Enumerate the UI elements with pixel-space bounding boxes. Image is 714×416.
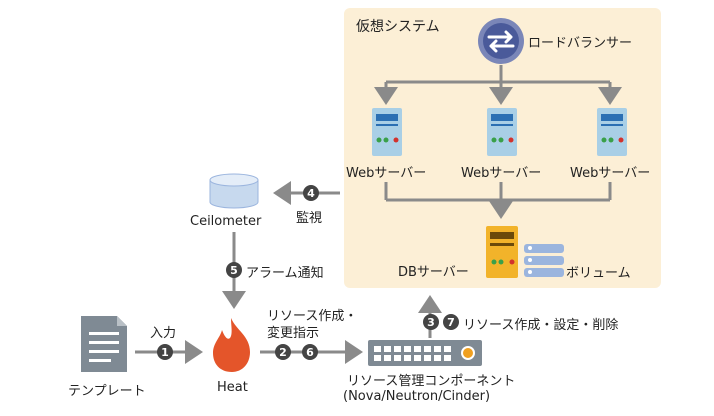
web-server-icon-2 <box>487 108 517 156</box>
svg-text:3: 3 <box>427 316 435 329</box>
badge-1: 1 <box>157 344 173 360</box>
ceilometer-label: Ceilometer <box>190 214 262 229</box>
create-instruct-label-2: 変更指示 <box>267 326 320 341</box>
web-to-db-arrows <box>384 182 612 219</box>
monitor-label: 監視 <box>296 211 323 226</box>
web-server-label-1: Webサーバー <box>346 166 427 181</box>
heat-flame-icon <box>213 318 250 372</box>
template-label: テンプレート <box>68 384 146 399</box>
web-server-icon-1 <box>372 108 402 156</box>
badge-7: 7 <box>443 314 459 330</box>
alarm-label: アラーム通知 <box>246 266 324 281</box>
badge-3: 3 <box>423 314 439 330</box>
resource-component-icon <box>368 340 482 366</box>
lb-to-web-arrows <box>374 65 622 105</box>
ceilometer-icon <box>209 173 259 209</box>
volume-label: ボリューム <box>566 266 631 281</box>
web-server-label-2: Webサーバー <box>461 166 542 181</box>
input-label: 入力 <box>150 326 177 341</box>
svg-text:5: 5 <box>230 264 238 277</box>
load-balancer-icon <box>478 18 524 64</box>
svg-text:2: 2 <box>279 346 287 359</box>
badge-5: 5 <box>226 262 242 278</box>
badge-2: 2 <box>275 344 291 360</box>
svg-text:7: 7 <box>447 316 455 329</box>
resource-component-label-1: リソース管理コンポーネント <box>347 374 516 389</box>
heat-label: Heat <box>217 380 248 395</box>
svg-text:6: 6 <box>306 346 314 359</box>
resource-component-label-2: (Nova/Neutron/Cinder) <box>343 389 491 404</box>
db-server-icon <box>486 226 518 278</box>
create-instruct-label-1: リソース作成・ <box>267 309 358 324</box>
badge-4: 4 <box>303 185 319 201</box>
create-config-delete-label: リソース作成・設定・削除 <box>463 318 619 333</box>
volume-icon <box>524 244 564 277</box>
vm-system-title: 仮想システム <box>356 19 440 35</box>
web-server-label-3: Webサーバー <box>570 166 651 181</box>
svg-text:4: 4 <box>307 187 315 200</box>
template-icon <box>81 316 127 372</box>
db-server-label: DBサーバー <box>398 265 469 280</box>
load-balancer-label: ロードバランサー <box>528 36 633 51</box>
badge-6: 6 <box>302 344 318 360</box>
svg-text:1: 1 <box>161 346 169 359</box>
web-server-icon-3 <box>597 108 627 156</box>
